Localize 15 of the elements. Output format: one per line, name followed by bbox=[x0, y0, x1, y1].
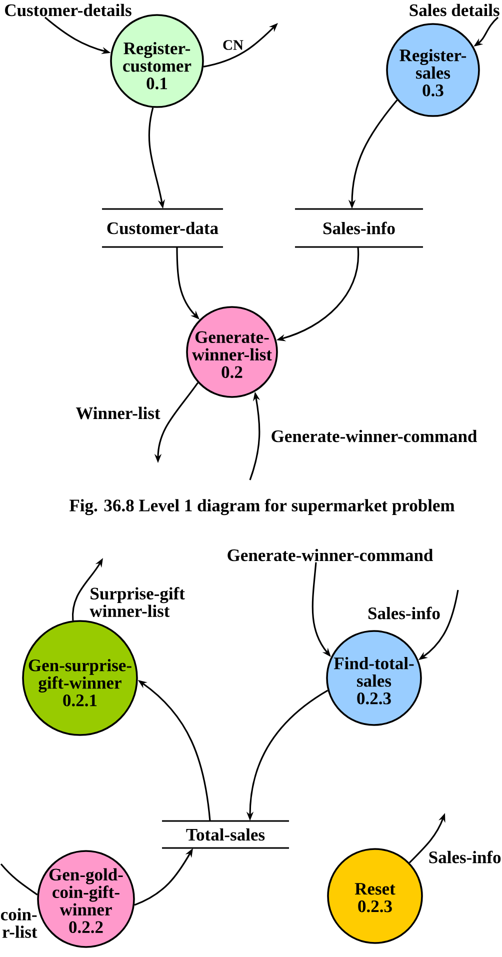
edge-label: coin- r-list bbox=[0, 908, 38, 938]
flow-label: Generate-winner-command bbox=[228, 548, 433, 562]
figure-caption: Fig. 36.8 Level 1 diagram for supermarket problem bbox=[70, 498, 455, 516]
flow-label: Sales details bbox=[410, 4, 500, 16]
data-store: Total-sales bbox=[162, 820, 289, 849]
flow-line bbox=[0, 863, 38, 896]
data-store: Sales-info bbox=[295, 208, 423, 248]
edge-label: Winner-list bbox=[76, 406, 160, 420]
edge-label: Generate-winner-command bbox=[272, 430, 477, 442]
edge-label: Surprise-gift winner-list bbox=[90, 587, 185, 617]
flow-label: Customer-details bbox=[5, 4, 132, 16]
data-store: Customer-data bbox=[102, 208, 223, 248]
edge-label: Sales-info bbox=[429, 850, 501, 864]
edge-label: Sales-info bbox=[368, 606, 440, 620]
edge-label: CN bbox=[223, 40, 244, 50]
